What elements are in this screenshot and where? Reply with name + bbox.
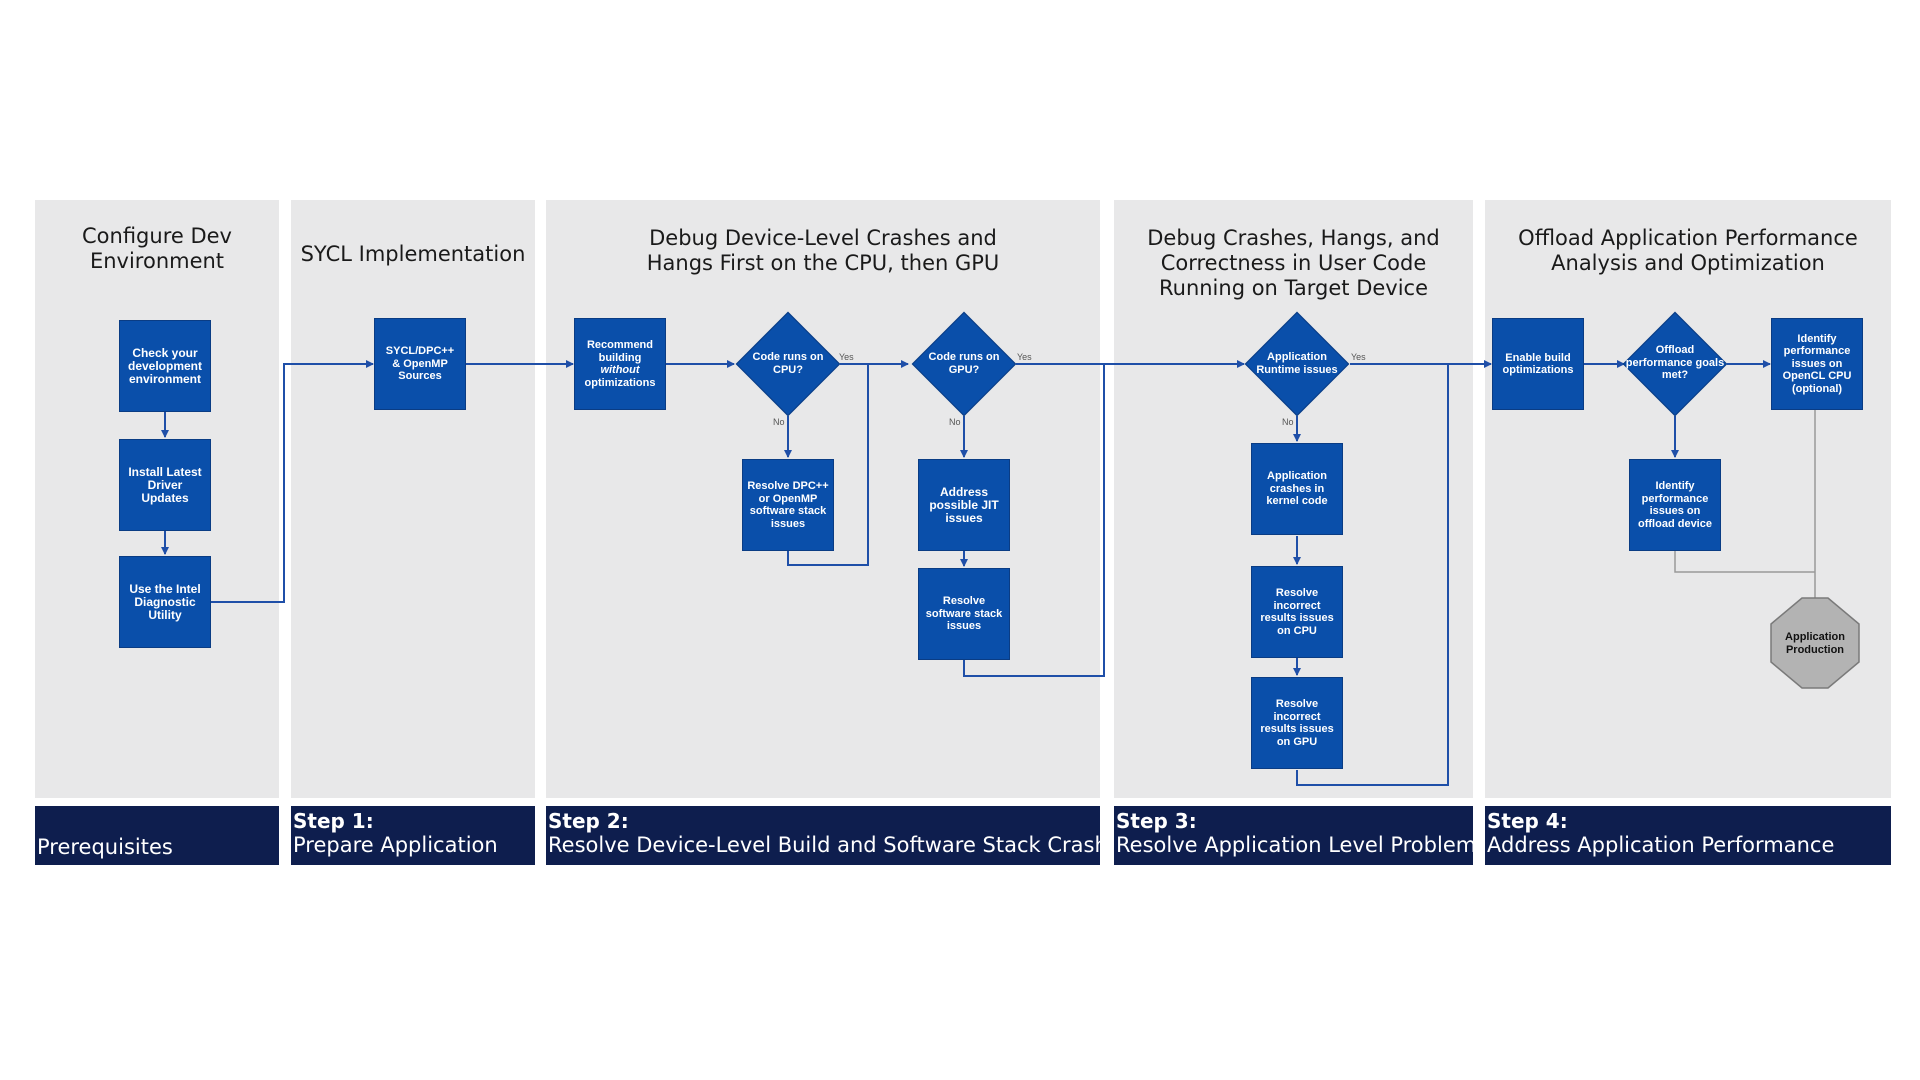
node-recommend-building: Recommend building without optimizations [574, 318, 666, 410]
edge-label-yes: Yes [1017, 352, 1032, 362]
footer-step1: Step 1: Prepare Application [291, 806, 535, 865]
footer-step: Step 4: [1487, 809, 1568, 833]
node-identify-offload: Identify performance issues on offload d… [1629, 459, 1721, 551]
edge-label-no: No [773, 417, 785, 427]
node-app-crashes: Application crashes in kernel code [1251, 443, 1343, 535]
node-sources: SYCL/DPC++ & OpenMP Sources [374, 318, 466, 410]
edge-label-no: No [1282, 417, 1294, 427]
footer-subtitle: Resolve Application Level Problems [1116, 833, 1488, 857]
footer-step: Step 1: [293, 809, 374, 833]
decision-cpu-label: Code runs on CPU? [752, 351, 824, 376]
column-title: Debug Crashes, Hangs, and Correctness in… [1147, 226, 1440, 300]
node-resolve-stack-cpu: Resolve DPC++ or OpenMP software stack i… [742, 459, 834, 551]
decision-perf-goals-label: Offload performance goals met? [1625, 344, 1725, 381]
column-title: SYCL Implementation [300, 242, 526, 266]
column-title: Debug Device-Level Crashes and Hangs Fir… [646, 226, 1000, 275]
decision-gpu-label: Code runs on GPU? [928, 351, 1000, 376]
footer-step: Step 3: [1116, 809, 1197, 833]
node-install-drivers: Install Latest Driver Updates [119, 439, 211, 531]
edge-label-yes: Yes [1351, 352, 1366, 362]
node-incorrect-cpu: Resolve incorrect results issues on CPU [1251, 566, 1343, 658]
node-application-production: Application Production [1785, 631, 1845, 656]
footer-step2: Step 2: Resolve Device-Level Build and S… [546, 806, 1132, 865]
footer-step4: Step 4: Address Application Performance [1485, 806, 1891, 865]
edge-label-no: No [949, 417, 961, 427]
node-recommend-emphasis: without [600, 364, 640, 376]
node-incorrect-gpu: Resolve incorrect results issues on GPU [1251, 677, 1343, 769]
node-recommend-line3: optimizations [584, 376, 656, 389]
node-diagnostic-utility: Use the Intel Diagnostic Utility [119, 556, 211, 648]
footer-subtitle: Prepare Application [293, 833, 498, 857]
node-recommend-line1: Recommend building [586, 339, 654, 364]
node-identify-opencl: Identify performance issues on OpenCL CP… [1771, 318, 1863, 410]
edge-label-yes: Yes [839, 352, 854, 362]
node-address-jit: Address possible JIT issues [918, 459, 1010, 551]
column-step1 [291, 200, 535, 798]
footer-subtitle: Address Application Performance [1487, 833, 1835, 857]
decision-app-runtime-label: Application Runtime issues [1256, 351, 1338, 376]
footer-prerequisites: Prerequisites [35, 806, 279, 865]
column-title: Offload Application Performance Analysis… [1518, 226, 1858, 275]
node-enable-build: Enable build optimizations [1492, 318, 1584, 410]
footer-subtitle: Resolve Device-Level Build and Software … [548, 833, 1132, 857]
footer-step: Step 2: [548, 809, 629, 833]
node-check-environment: Check your development environment [119, 320, 211, 412]
footer-step3: Step 3: Resolve Application Level Proble… [1114, 806, 1487, 865]
production-octagon [1770, 597, 1860, 689]
footer-subtitle: Prerequisites [37, 835, 173, 859]
node-resolve-stack-gpu: Resolve software stack issues [918, 568, 1010, 660]
column-title: Configure Dev Environment [82, 224, 232, 273]
